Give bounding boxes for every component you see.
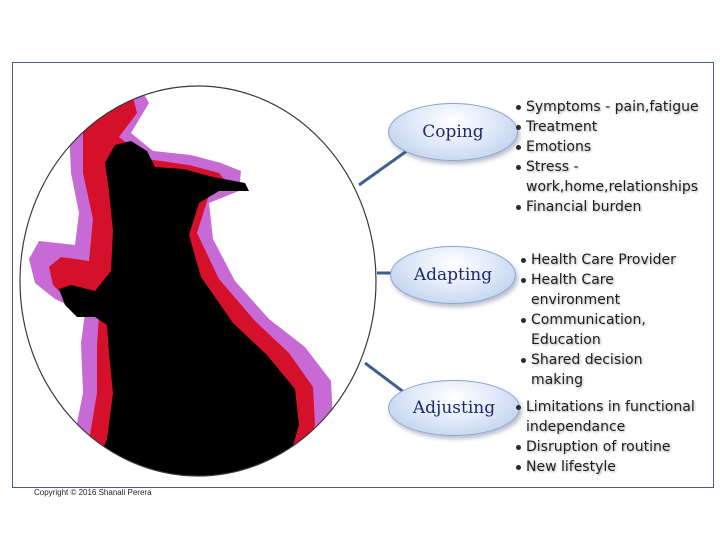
picture-circle-border [19, 85, 377, 477]
adjusting-item: Limitations in functional independance [516, 397, 711, 437]
coping-item: Stress - work,home,relationships [516, 157, 698, 197]
adjusting-list: Limitations in functional independance D… [516, 397, 711, 477]
coping-item: Treatment [516, 117, 711, 137]
coping-item: Emotions [516, 137, 711, 157]
diagram-frame: Coping Symptoms - pain,fatigue Treatment… [12, 62, 714, 488]
adjusting-oval: Adjusting [388, 380, 520, 436]
coping-oval: Coping [388, 103, 518, 161]
adapting-item: Health Care Provider [521, 250, 696, 270]
adjusting-item: New lifestyle [516, 457, 711, 477]
adapting-item: Communication, Education [521, 310, 671, 350]
adapting-label: Adapting [413, 265, 493, 285]
adjusting-item: Disruption of routine [516, 437, 711, 457]
copyright-notice: Copyright © 2016 Shanali Perera [34, 488, 152, 497]
adapting-item: Health Care environment [521, 270, 651, 310]
silhouette-image [20, 86, 376, 476]
silhouette-figure [59, 141, 299, 476]
adapting-oval: Adapting [390, 246, 516, 304]
coping-list: Symptoms - pain,fatigue Treatment Emotio… [516, 97, 711, 217]
adapting-list: Health Care Provider Health Care environ… [521, 250, 696, 390]
connector-coping [358, 146, 412, 187]
coping-item: Symptoms - pain,fatigue [516, 97, 711, 117]
coping-label: Coping [422, 122, 484, 142]
adapting-item: Shared decision making [521, 350, 696, 390]
connector-adjusting [364, 361, 406, 395]
diagram-art [19, 85, 412, 477]
coping-item: Financial burden [516, 197, 711, 217]
adjusting-label: Adjusting [412, 398, 496, 418]
